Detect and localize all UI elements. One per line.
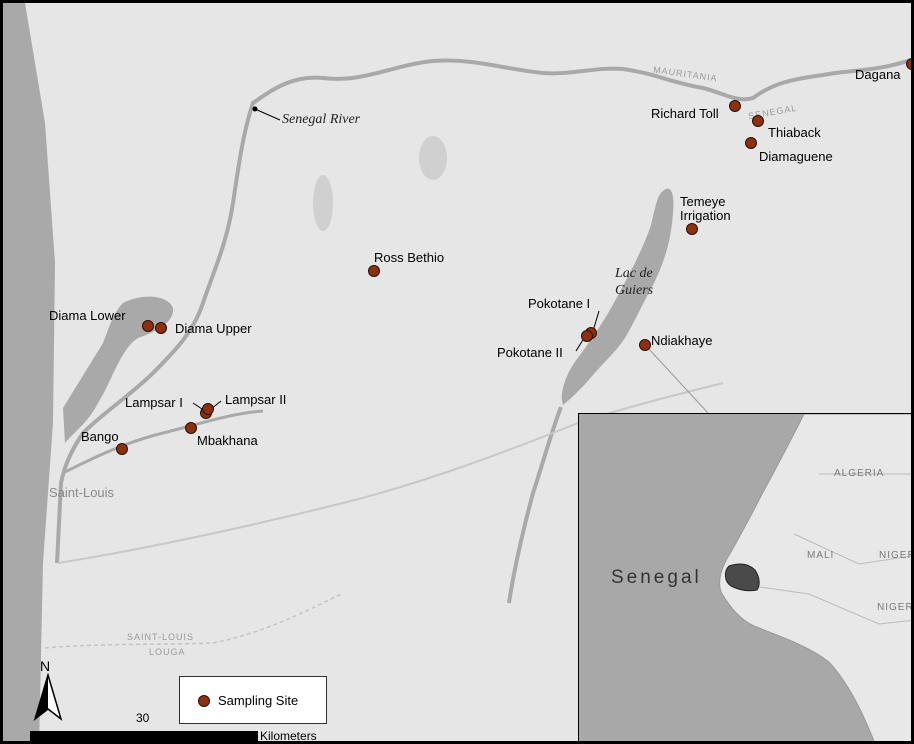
lampsar-river (62, 409, 264, 475)
site-mbakhana-label: Mbakhana (197, 433, 258, 448)
senegal-river (55, 57, 911, 564)
scale-bar-unit: Kilometers (260, 729, 317, 743)
inset-map[interactable]: ALGERIA MALI NIGER NIGERIA Senegal (578, 413, 914, 741)
site-bango-marker[interactable] (116, 443, 128, 455)
saint-louis-region-label: SAINT-LOUIS (127, 632, 195, 642)
inset-border-3 (738, 583, 911, 625)
main-road (57, 382, 724, 564)
inset-mali-label: MALI (807, 550, 835, 561)
site-dagana-label: Dagana (855, 67, 901, 82)
site-lampsar-ii-label: Lampsar II (225, 392, 287, 407)
site-pokotane-i-label: Pokotane I (528, 296, 591, 311)
site-bango-label: Bango (81, 429, 119, 444)
africa-landmass (719, 414, 911, 741)
site-diama-upper-label: Diama Upper (175, 321, 252, 336)
scale-bar: 30 Kilometers (30, 711, 350, 741)
saint-louis-label: Saint-Louis (49, 485, 115, 500)
site-lampsar-ii-marker[interactable] (202, 403, 214, 415)
inset-border-2 (793, 533, 911, 565)
inset-senegal-label: Senegal (611, 567, 702, 588)
site-diamaguene-marker[interactable] (745, 137, 757, 149)
site-richard-toll-marker[interactable] (729, 100, 741, 112)
site-diama-lower-label: Diama Lower (49, 308, 126, 323)
legend: Sampling Site (179, 676, 327, 724)
site-ndiakhaye-marker[interactable] (639, 339, 651, 351)
wetland-east (419, 136, 447, 180)
basemap (3, 3, 911, 741)
legend-site-label: Sampling Site (218, 693, 299, 708)
site-thiaback-marker[interactable] (752, 115, 764, 127)
site-thiaback-label: Thiaback (768, 125, 821, 140)
site-diamaguene-label: Diamaguene (759, 149, 833, 164)
senegal-highlight (724, 563, 760, 592)
lac-de-guiers-label: Lac de Guiers (615, 266, 654, 298)
wetland-north (313, 175, 333, 231)
inset-nigeria-label: NIGERIA (877, 602, 914, 613)
diama-wetland (63, 296, 174, 443)
scale-bar-value: 30 (136, 711, 150, 725)
lake-channel (507, 406, 563, 604)
legend-site-marker (198, 695, 210, 707)
north-arrow: N (33, 658, 63, 723)
site-ross-bethio-label: Ross Bethio (374, 250, 445, 265)
site-dagana-marker[interactable] (906, 58, 911, 70)
site-temeye-irrigation-label: Temeye Irrigation (680, 194, 731, 223)
site-diama-upper-marker[interactable] (155, 322, 167, 334)
region-boundary (44, 592, 344, 649)
senegal-river-label: Senegal River (282, 112, 361, 127)
site-pokotane-ii-label: Pokotane II (497, 345, 563, 360)
site-mbakhana-marker[interactable] (185, 422, 197, 434)
site-diama-lower-marker[interactable] (142, 320, 154, 332)
site-ross-bethio-marker[interactable] (368, 265, 380, 277)
inset-niger-label: NIGER (879, 550, 914, 561)
north-arrow-icon (33, 673, 63, 722)
lac-de-guiers (561, 188, 674, 405)
north-letter: N (40, 658, 51, 674)
site-richard-toll-label: Richard Toll (651, 106, 719, 121)
site-pokotane-ii-marker[interactable] (581, 330, 593, 342)
site-ndiakhaye-label: Ndiakhaye (651, 333, 713, 348)
scale-bar-segment (30, 731, 258, 741)
atlantic-ocean (3, 3, 55, 741)
site-lampsar-i-label: Lampsar I (125, 395, 183, 410)
inset-algeria-label: ALGERIA (834, 468, 885, 479)
site-temeye-irrigation-marker[interactable] (686, 223, 698, 235)
inset-basemap (719, 414, 911, 741)
louga-region-label: LOUGA (149, 647, 186, 657)
